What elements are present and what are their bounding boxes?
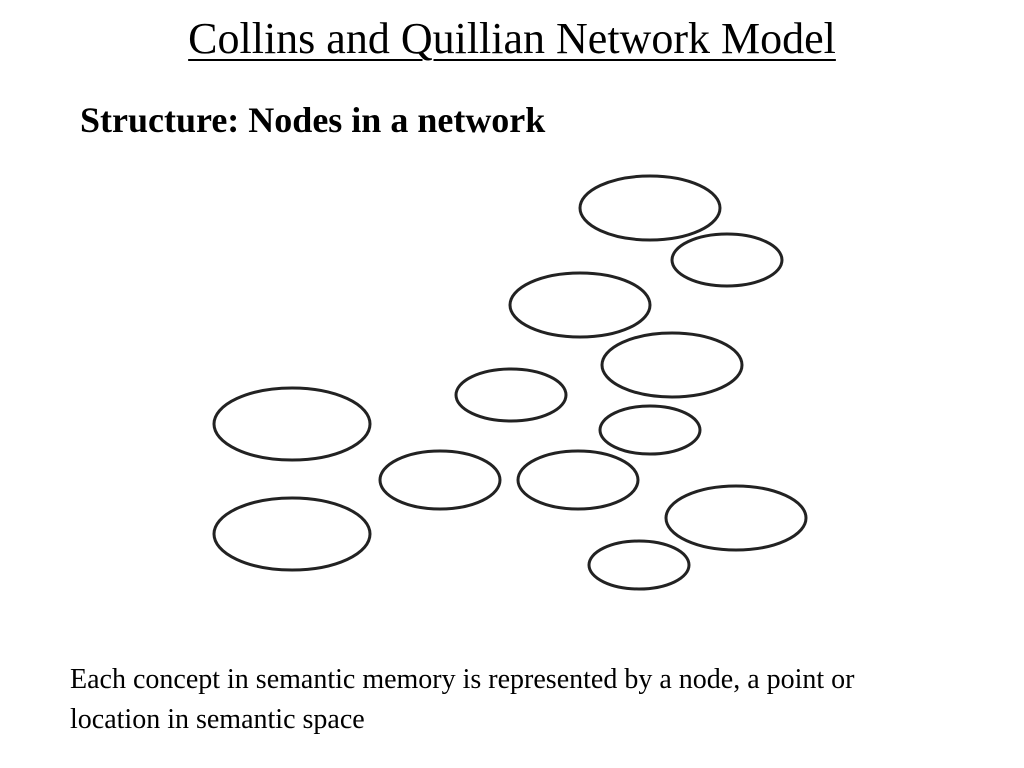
network-node (508, 271, 652, 339)
slide-caption: Each concept in semantic memory is repre… (70, 664, 855, 735)
network-node (378, 449, 502, 511)
slide-title-text: Collins and Quillian Network Model (188, 14, 836, 63)
network-node (598, 404, 702, 456)
network-node (578, 174, 722, 242)
network-node (664, 484, 808, 552)
network-node (670, 232, 784, 288)
slide-subtitle: Structure: Nodes in a network (80, 100, 546, 140)
network-node (212, 386, 372, 462)
network-node (212, 496, 372, 572)
slide-title: Collins and Quillian Network Model (0, 12, 1024, 66)
network-node (516, 449, 640, 511)
network-node (600, 331, 744, 399)
network-node (587, 539, 691, 591)
network-node (454, 367, 568, 423)
